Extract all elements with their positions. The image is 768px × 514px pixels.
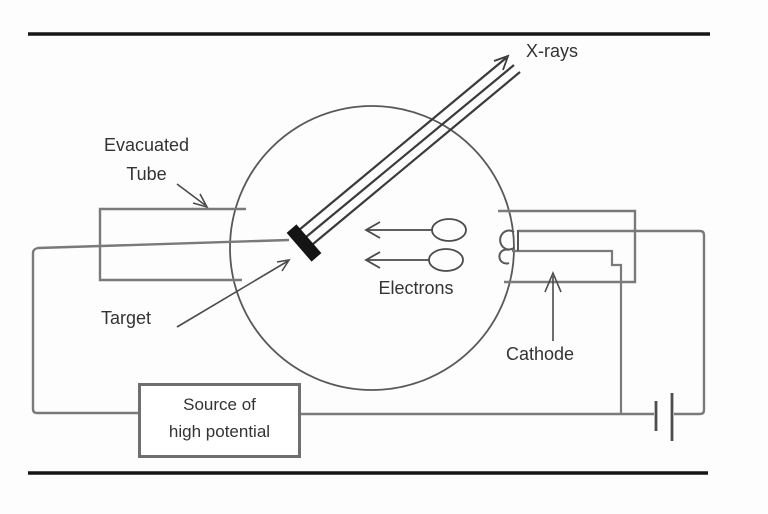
filament-coil-upper bbox=[499, 229, 515, 251]
source-of-high-potential-box: Source of high potential bbox=[138, 383, 301, 458]
target-label: Target bbox=[101, 308, 152, 328]
evacuated-tube-pointer bbox=[176, 183, 206, 206]
electron-oval-1 bbox=[431, 218, 467, 242]
electron-oval-2 bbox=[428, 248, 464, 272]
bulb-circle bbox=[229, 105, 515, 391]
filament-bottom-lead bbox=[512, 249, 623, 413]
target-pointer-head bbox=[276, 258, 291, 272]
electrons-label: Electrons bbox=[378, 278, 454, 298]
evacuated-tube-label-line1: Evacuated bbox=[103, 135, 190, 155]
electron-arrow-2-head bbox=[364, 251, 381, 269]
evacuated-tube-label: Evacuated Tube bbox=[84, 131, 209, 189]
filament-coil-lower bbox=[498, 248, 510, 265]
target-block bbox=[286, 224, 322, 262]
evacuated-tube-pointer-head bbox=[192, 193, 209, 209]
xray-beam-line-2 bbox=[299, 64, 515, 243]
cathode-arrow-head bbox=[544, 270, 562, 293]
battery-to-filament-top-lead bbox=[518, 229, 706, 416]
target-pointer bbox=[176, 260, 289, 328]
source-box-line1: Source of bbox=[183, 395, 256, 414]
tube-right-arm bbox=[498, 209, 637, 284]
xray-beam-arrowhead bbox=[493, 54, 510, 71]
cathode-label: Cathode bbox=[506, 344, 575, 364]
anode-lead-and-left-wire bbox=[31, 238, 290, 415]
xray-beam-line-3 bbox=[306, 71, 521, 250]
xray-beam-line-1 bbox=[292, 57, 507, 236]
tube-left-arm bbox=[98, 207, 246, 282]
electron-arrow-1-head bbox=[364, 221, 381, 239]
xrays-label: X-rays bbox=[526, 41, 579, 61]
source-box-line2: high potential bbox=[168, 422, 271, 441]
evacuated-tube-label-line2: Tube bbox=[126, 164, 167, 184]
